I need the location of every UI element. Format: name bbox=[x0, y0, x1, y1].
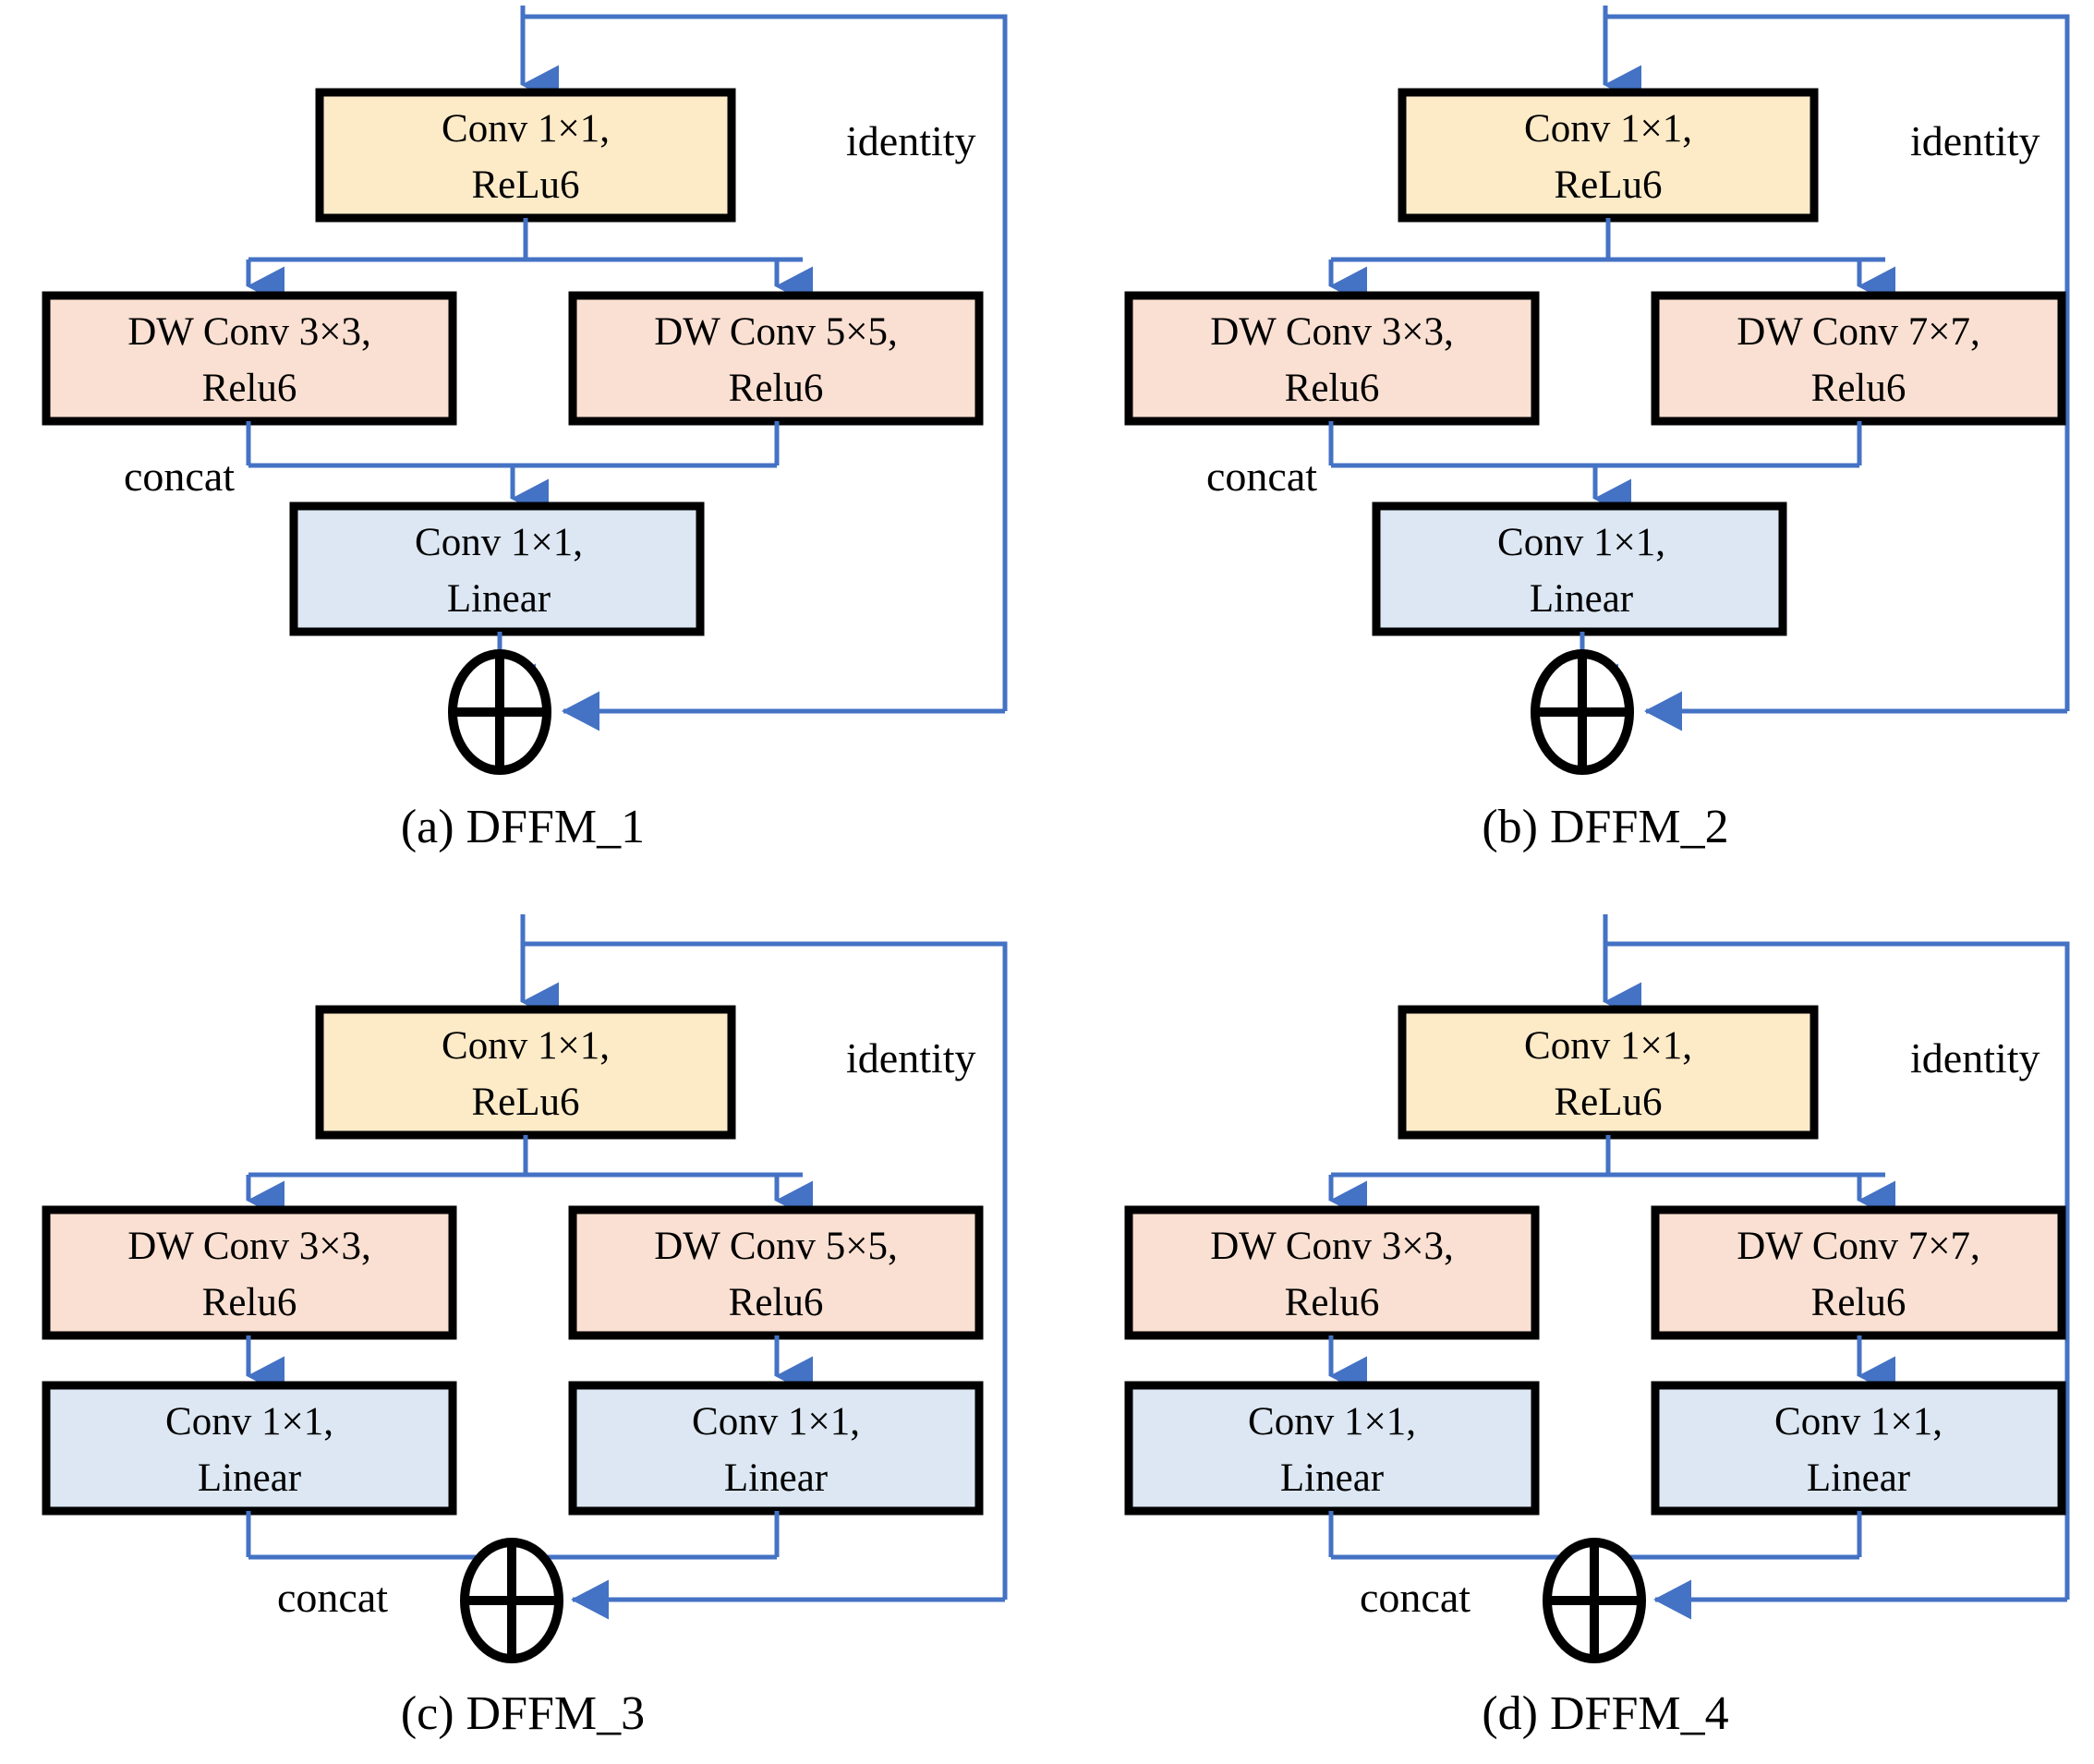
panel-b-expand-block bbox=[1398, 88, 1819, 223]
panel-c-project-block-1 bbox=[42, 1381, 457, 1516]
panel-b-project1-line1: Conv 1×1, bbox=[1497, 521, 1665, 564]
panel-c-project1-line1: Conv 1×1, bbox=[165, 1400, 333, 1444]
panel-c-branch1-line2: Relu6 bbox=[202, 1281, 297, 1324]
panel-b-project-block-1 bbox=[1372, 501, 1787, 636]
panel-c-dffm-3: Conv 1×1, ReLu6 identity DW Conv 3×3, Re… bbox=[42, 914, 1008, 1740]
panel-d-branch1-line2: Relu6 bbox=[1285, 1281, 1380, 1324]
panel-a-concat-label: concat bbox=[124, 453, 235, 500]
panel-a-branch2-line2: Relu6 bbox=[729, 367, 824, 410]
panel-b-branch1-line2: Relu6 bbox=[1285, 367, 1380, 410]
panel-b-identity-path bbox=[1605, 14, 2070, 711]
panel-a-identity-label: identity bbox=[846, 117, 976, 164]
panel-b-expand-line2: ReLu6 bbox=[1554, 163, 1662, 207]
panel-d-project1-line1: Conv 1×1, bbox=[1248, 1400, 1416, 1444]
panel-d-expand-line2: ReLu6 bbox=[1554, 1081, 1662, 1124]
panel-b-branch2-line1: DW Conv 7×7, bbox=[1737, 310, 1980, 354]
panel-d-project1-line2: Linear bbox=[1280, 1456, 1384, 1500]
panel-c-caption: (c) DFFM_3 bbox=[401, 1687, 645, 1740]
panel-a-expand-line1: Conv 1×1, bbox=[442, 107, 610, 151]
panel-a-project1-line1: Conv 1×1, bbox=[415, 521, 583, 564]
panel-b-identity-label: identity bbox=[1910, 117, 2040, 164]
panel-d-branch-block-2 bbox=[1651, 1205, 2066, 1340]
panel-c-branch-block-1 bbox=[42, 1205, 457, 1340]
panel-c-branch1-line1: DW Conv 3×3, bbox=[127, 1225, 371, 1268]
panel-b-concat-label: concat bbox=[1206, 453, 1317, 500]
panel-c-branch2-line1: DW Conv 5×5, bbox=[654, 1225, 898, 1268]
panel-c-identity-label: identity bbox=[846, 1034, 976, 1081]
panel-d-project2-line2: Linear bbox=[1807, 1456, 1910, 1500]
panel-a-branch-block-1 bbox=[42, 291, 457, 426]
panel-d-branch1-line1: DW Conv 3×3, bbox=[1210, 1225, 1454, 1268]
panel-c-branch2-line2: Relu6 bbox=[729, 1281, 824, 1324]
panel-c-expand-line2: ReLu6 bbox=[471, 1081, 579, 1124]
panel-c-project2-line1: Conv 1×1, bbox=[692, 1400, 860, 1444]
panel-b-branch2-line2: Relu6 bbox=[1811, 367, 1906, 410]
panel-b-branch1-line1: DW Conv 3×3, bbox=[1210, 310, 1454, 354]
panel-a-project-block-1 bbox=[289, 501, 705, 636]
panel-d-identity-path bbox=[1605, 941, 2070, 1600]
panel-c-project1-line2: Linear bbox=[198, 1456, 301, 1500]
panel-c-project-block-2 bbox=[568, 1381, 984, 1516]
panel-a-branch2-line1: DW Conv 5×5, bbox=[654, 310, 898, 354]
panel-a-branch1-line2: Relu6 bbox=[202, 367, 297, 410]
panel-a-dffm-1: Conv 1×1, ReLu6 identity DW Conv 3×3, Re… bbox=[42, 6, 1008, 853]
panel-d-caption: (d) DFFM_4 bbox=[1482, 1687, 1728, 1740]
panel-d-identity-label: identity bbox=[1910, 1034, 2040, 1081]
panel-a-caption: (a) DFFM_1 bbox=[401, 801, 645, 853]
panel-d-project2-line1: Conv 1×1, bbox=[1774, 1400, 1943, 1444]
panel-c-project2-line2: Linear bbox=[724, 1456, 828, 1500]
panel-a-branch1-line1: DW Conv 3×3, bbox=[127, 310, 371, 354]
panel-c-identity-path bbox=[523, 941, 1008, 1600]
panel-c-expand-line1: Conv 1×1, bbox=[442, 1024, 610, 1068]
panel-b-branch-block-1 bbox=[1124, 291, 1540, 426]
panel-b-branch-block-2 bbox=[1651, 291, 2066, 426]
panel-d-concat-label: concat bbox=[1360, 1574, 1471, 1621]
panel-a-expand-block bbox=[315, 88, 736, 223]
panel-a-project1-line2: Linear bbox=[447, 577, 551, 621]
panel-a-branch-block-2 bbox=[568, 291, 984, 426]
panel-b-project1-line2: Linear bbox=[1530, 577, 1633, 621]
panel-d-dffm-4: Conv 1×1, ReLu6 identity DW Conv 3×3, Re… bbox=[1124, 914, 2070, 1740]
panel-d-expand-line1: Conv 1×1, bbox=[1524, 1024, 1692, 1068]
panel-a-expand-line2: ReLu6 bbox=[471, 163, 579, 207]
panel-c-concat-label: concat bbox=[277, 1574, 388, 1621]
panel-d-branch2-line2: Relu6 bbox=[1811, 1281, 1906, 1324]
panel-a-identity-path bbox=[523, 14, 1008, 711]
panel-b-dffm-2: Conv 1×1, ReLu6 identity DW Conv 3×3, Re… bbox=[1124, 6, 2070, 853]
panel-d-branch2-line1: DW Conv 7×7, bbox=[1737, 1225, 1980, 1268]
panel-b-caption: (b) DFFM_2 bbox=[1482, 801, 1728, 853]
panel-b-expand-line1: Conv 1×1, bbox=[1524, 107, 1692, 151]
